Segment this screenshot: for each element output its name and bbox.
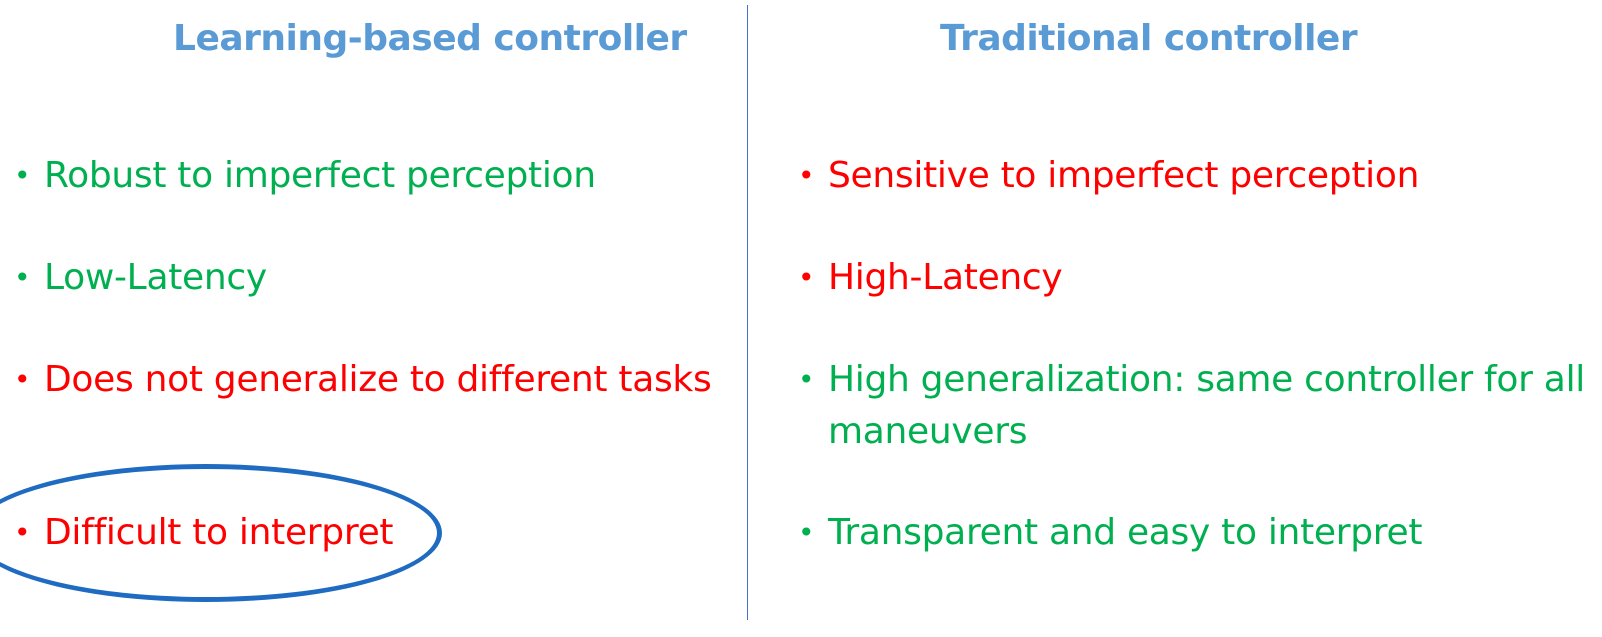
learning-based-controller-title: Learning-based controller (173, 18, 687, 59)
left-item-text: Robust to imperfect perception (44, 155, 596, 196)
traditional-controller-title: Traditional controller (940, 18, 1358, 59)
right-list-item: • Sensitive to imperfect perception (798, 150, 1420, 202)
bullet-icon: • (14, 159, 31, 192)
column-divider (747, 5, 748, 620)
left-list-item-highlighted: • Difficult to interpret (14, 507, 394, 559)
left-item-text: Does not generalize to different tasks (44, 359, 712, 400)
right-item-text: Sensitive to imperfect perception (828, 155, 1420, 196)
left-list-item: • Does not generalize to different tasks (14, 354, 712, 406)
left-list-item: • Robust to imperfect perception (14, 150, 596, 202)
right-item-text: High generalization: same controller for… (828, 359, 1585, 400)
right-item-text-continuation: maneuvers (828, 411, 1028, 452)
bullet-icon: • (798, 516, 815, 549)
left-item-text: Low-Latency (44, 257, 267, 298)
bullet-icon: • (798, 159, 815, 192)
bullet-icon: • (798, 363, 815, 396)
bullet-icon: • (14, 261, 31, 294)
bullet-icon: • (14, 516, 31, 549)
right-list-item: • High generalization: same controller f… (798, 354, 1585, 458)
right-list-item: • Transparent and easy to interpret (798, 507, 1423, 559)
right-item-text: Transparent and easy to interpret (828, 512, 1423, 553)
right-list-item: • High-Latency (798, 252, 1063, 304)
left-list-item: • Low-Latency (14, 252, 267, 304)
right-item-text: High-Latency (828, 257, 1063, 298)
left-item-text: Difficult to interpret (44, 512, 394, 553)
highlight-ellipse (0, 464, 442, 602)
bullet-icon: • (798, 261, 815, 294)
bullet-icon: • (14, 363, 31, 396)
